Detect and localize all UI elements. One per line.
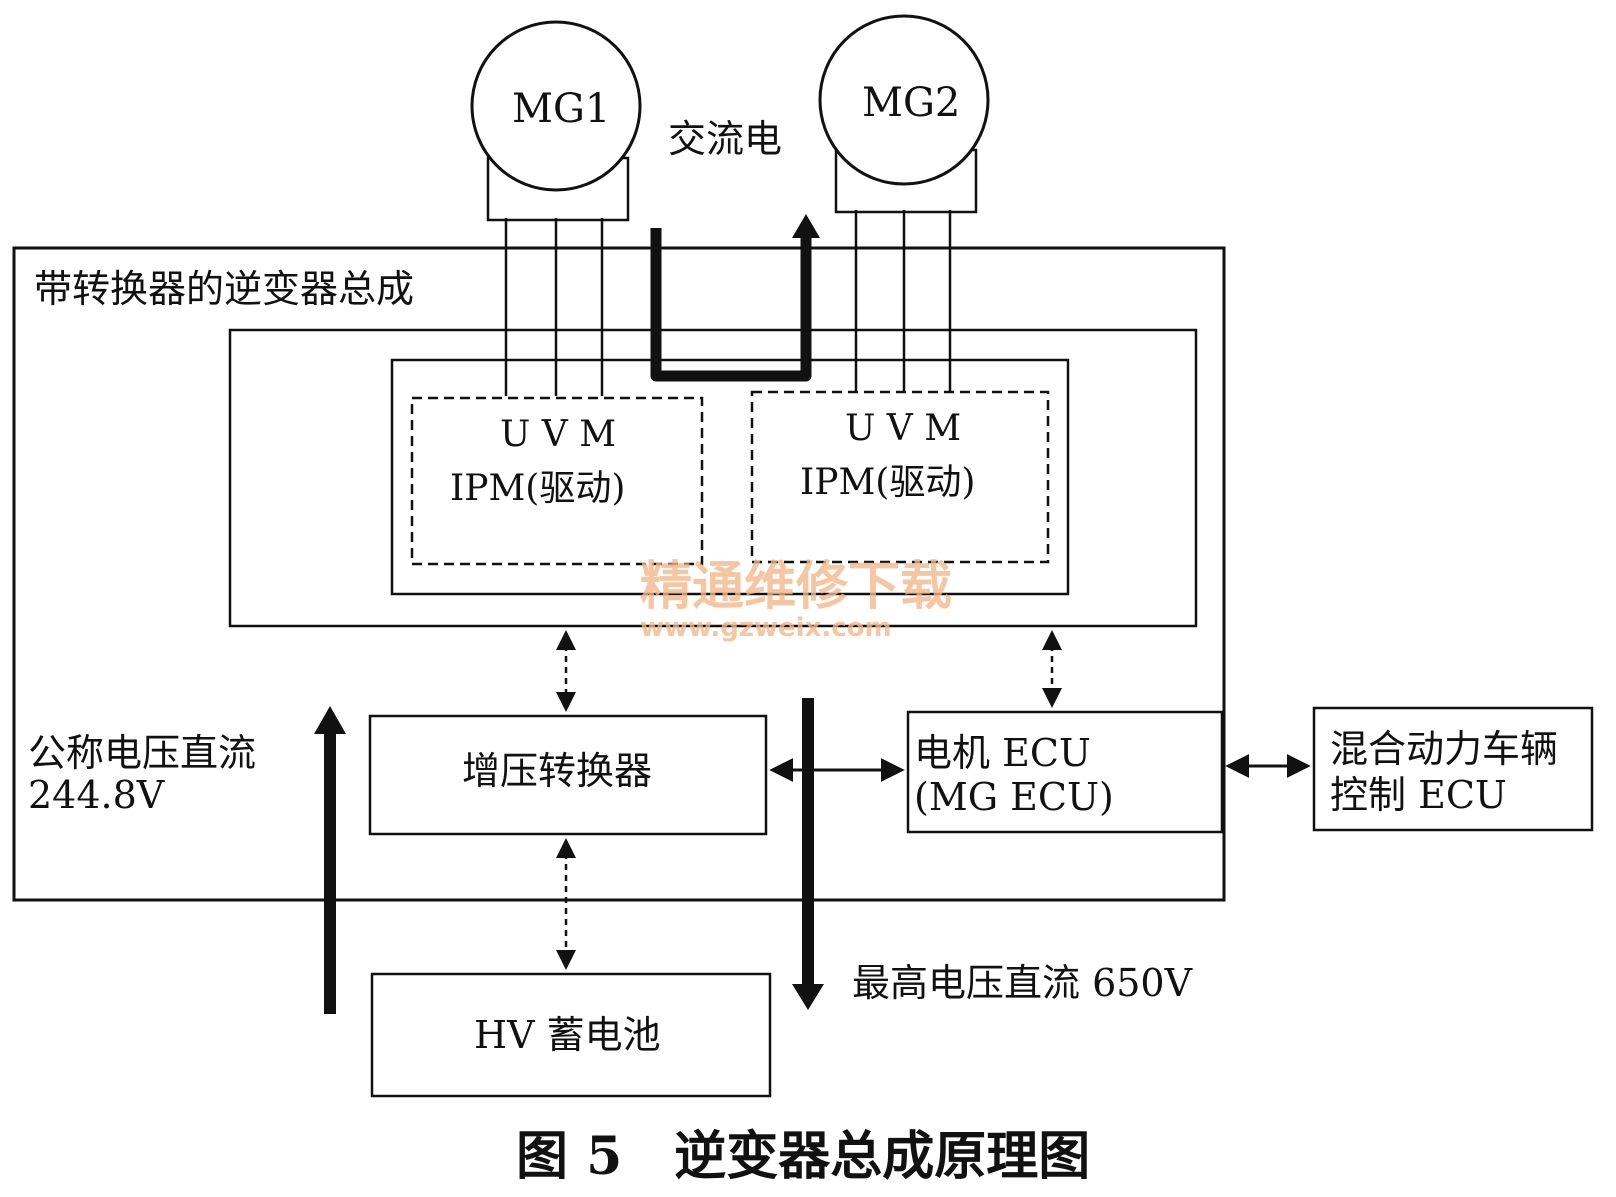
ipm-right-phases: U V M <box>845 408 961 449</box>
ipm-left-label: IPM(驱动) <box>450 468 625 509</box>
ac-label: 交流电 <box>668 117 782 161</box>
motor-ecu-line2: (MG ECU) <box>914 775 1114 819</box>
nominal-voltage-arrowhead <box>314 706 346 734</box>
hybrid-ecu-line1: 混合动力车辆 <box>1330 727 1558 771</box>
max-voltage-label: 最高电压直流 650V <box>852 961 1193 1005</box>
ac-flow-arrow <box>650 228 812 382</box>
boost-converter-box <box>368 714 768 836</box>
inverter-inner-frame <box>228 328 1198 628</box>
watermark-url: www.gzweix.com <box>640 613 892 643</box>
assembly-frame <box>12 246 1226 902</box>
ipm-container <box>390 358 1070 596</box>
ipm-right-module <box>750 390 1050 564</box>
mg1-label: MG1 <box>512 86 610 132</box>
nominal-voltage-line1: 公称电压直流 <box>28 731 256 775</box>
figure-caption: 图 5 逆变器总成原理图 <box>516 1126 1090 1187</box>
boost-converter-label: 增压转换器 <box>462 749 652 793</box>
motor-ecu-line1: 电机 ECU <box>914 731 1091 775</box>
ipm-left-module <box>410 396 704 566</box>
ipm-right-label: IPM(驱动) <box>800 462 975 503</box>
watermark-text: 精通维修下载 <box>640 557 952 617</box>
hv-battery-box <box>370 972 772 1098</box>
assembly-title: 带转换器的逆变器总成 <box>34 267 414 311</box>
nominal-voltage-line2: 244.8V <box>28 773 165 817</box>
mg1-motor <box>470 20 642 192</box>
mg2-motor <box>818 14 990 186</box>
mg2-label: MG2 <box>862 80 960 126</box>
hv-battery-label: HV 蓄电池 <box>474 1013 661 1057</box>
max-voltage-arrowhead <box>792 984 824 1010</box>
motor-ecu-box <box>906 710 1224 834</box>
hybrid-ecu-box <box>1312 706 1594 832</box>
ipm-left-phases: U V M <box>500 414 616 455</box>
hybrid-ecu-line2: 控制 ECU <box>1330 773 1507 817</box>
ac-flow-arrowhead <box>792 214 820 238</box>
